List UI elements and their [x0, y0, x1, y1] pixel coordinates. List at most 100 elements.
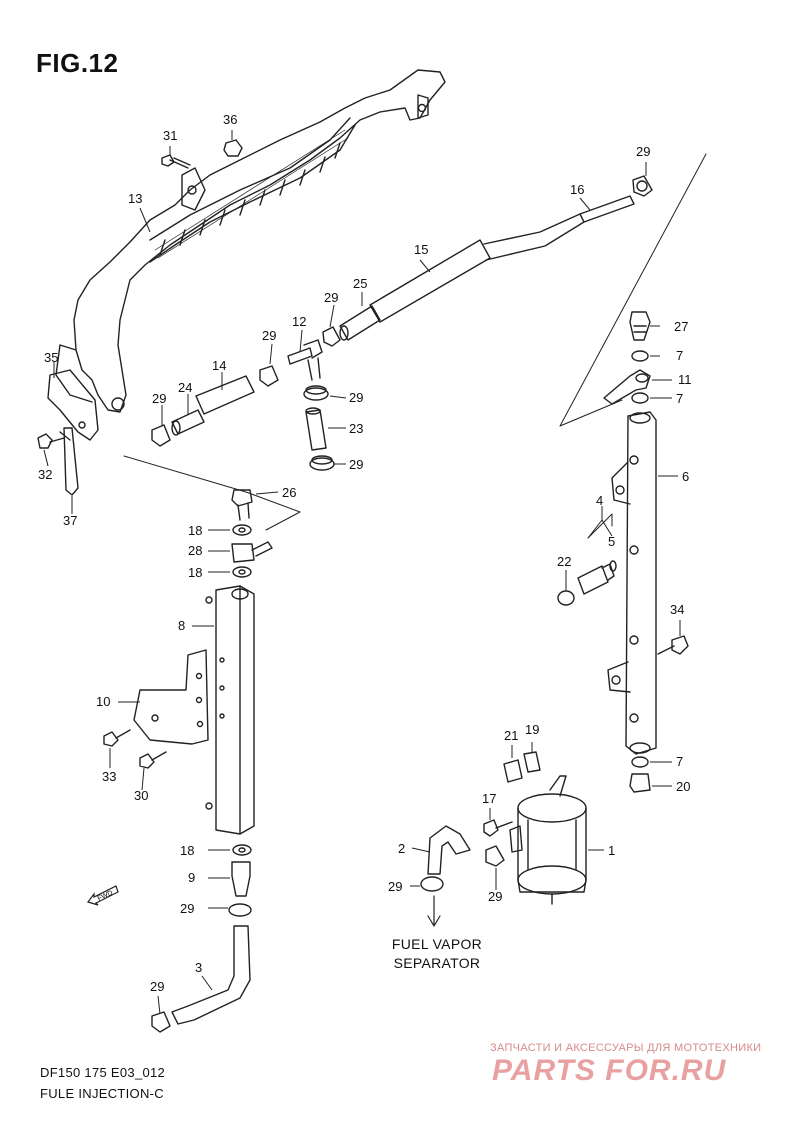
part-29-clip-e — [303, 385, 329, 401]
part-35-bracket — [47, 369, 99, 441]
part-22-cap — [557, 590, 575, 606]
callout-32: 32 — [38, 467, 52, 482]
part-36-nut — [223, 139, 243, 157]
callout-29-j: 29 — [150, 979, 164, 994]
part-25-pipe — [339, 305, 381, 341]
watermark-logo: PARTS FOR.RU — [492, 1054, 727, 1087]
callout-4: 4 — [596, 493, 603, 508]
part-4-injector — [577, 563, 615, 595]
part-17-bolt — [483, 819, 513, 837]
callout-26: 26 — [282, 485, 296, 500]
part-29-clip-c — [259, 365, 279, 387]
part-30-bolt — [139, 751, 167, 769]
callout-29-g: 29 — [180, 901, 194, 916]
callout-36: 36 — [223, 112, 237, 127]
callout-16: 16 — [570, 182, 584, 197]
part-29-clip-a — [632, 175, 653, 197]
callout-6: 6 — [682, 469, 689, 484]
callout-37: 37 — [63, 513, 77, 528]
part-19-cap — [523, 751, 541, 773]
callout-31: 31 — [163, 128, 177, 143]
callout-29-d: 29 — [349, 390, 363, 405]
part-1-filter — [509, 775, 587, 905]
part-18-washer-b — [232, 566, 252, 578]
callout-29-h: 29 — [388, 879, 402, 894]
part-23-hose — [305, 407, 327, 451]
callout-33: 33 — [102, 769, 116, 784]
part-18-washer-a — [232, 524, 252, 536]
callout-29-a: 29 — [636, 144, 650, 159]
callout-29-f: 29 — [349, 457, 363, 472]
callout-17: 17 — [482, 791, 496, 806]
part-7-washer-a — [631, 350, 649, 362]
callout-29-i: 29 — [488, 889, 502, 904]
fwd-label: FWD — [97, 890, 114, 903]
callout-7-c: 7 — [676, 754, 683, 769]
part-14-hose — [195, 375, 255, 415]
callout-11: 11 — [678, 372, 692, 387]
callout-labels: 31 36 13 16 29 15 25 29 12 29 27 35 14 7… — [38, 112, 692, 994]
part-29-clip-f — [309, 455, 335, 471]
part-29-clip-j — [151, 1011, 171, 1033]
fwd-direction-arrow-icon: FWD — [87, 885, 119, 906]
callout-7-b: 7 — [676, 391, 683, 406]
callout-10: 10 — [96, 694, 110, 709]
part-3-hose — [171, 925, 251, 1025]
callout-29-c: 29 — [262, 328, 276, 343]
callout-28: 28 — [188, 543, 202, 558]
part-32-bolt — [37, 433, 65, 449]
callout-19: 19 — [525, 722, 539, 737]
part-29-clip-h — [485, 845, 505, 867]
part-12-joint — [287, 339, 323, 381]
part-10-bracket — [133, 649, 209, 745]
part-18-washer-c — [232, 844, 252, 856]
callout-7-a: 7 — [676, 348, 683, 363]
destination-note: FUEL VAPOR SEPARATOR — [367, 935, 507, 973]
callout-13: 13 — [128, 191, 142, 206]
footer-model-code: DF150 175 E03_012 — [40, 1065, 166, 1080]
part-2-hose — [427, 825, 471, 875]
figure-title: FIG.12 — [36, 48, 119, 78]
part-7-washer-c — [631, 756, 649, 768]
callout-27: 27 — [674, 319, 688, 334]
part-37-clamp — [59, 427, 79, 496]
footer-section-name: FULE INJECTION-C — [40, 1086, 164, 1101]
callout-18-c: 18 — [180, 843, 194, 858]
destination-line-2: SEPARATOR — [393, 955, 481, 971]
callout-18-b: 18 — [188, 565, 202, 580]
part-29-clip-b — [322, 326, 341, 347]
watermark-tagline: ЗАПЧАСТИ И АКСЕССУАРЫ ДЛЯ МОТОТЕХНИКИ — [490, 1042, 762, 1054]
part-11-union — [603, 369, 651, 405]
callout-8: 8 — [178, 618, 185, 633]
callout-9: 9 — [188, 870, 195, 885]
callout-22: 22 — [557, 554, 571, 569]
callout-24: 24 — [178, 380, 192, 395]
part-20-plug — [629, 773, 651, 793]
callout-20: 20 — [676, 779, 690, 794]
callout-30: 30 — [134, 788, 148, 803]
part-24-pipe — [171, 409, 205, 436]
part-34-bolt — [657, 635, 689, 655]
part-33-bolt — [103, 729, 131, 747]
part-8-fuel-rail — [205, 585, 255, 835]
part-21-mount — [503, 759, 523, 783]
part-27-bolt — [629, 311, 651, 341]
callout-1: 1 — [608, 843, 615, 858]
callout-34: 34 — [670, 602, 684, 617]
part-29-clip-d — [151, 424, 171, 447]
callout-12: 12 — [292, 314, 306, 329]
callout-5: 5 — [608, 534, 615, 549]
part-7-washer-b — [631, 392, 649, 404]
callout-18-a: 18 — [188, 523, 202, 538]
part-16-pipe — [483, 195, 635, 261]
callout-29-e: 29 — [152, 391, 166, 406]
callout-29-b: 29 — [324, 290, 338, 305]
part-6-fuel-rail — [607, 411, 657, 755]
part-13-cover-bracket — [55, 69, 446, 413]
callout-23: 23 — [349, 421, 363, 436]
part-9-fitting — [231, 861, 251, 897]
callout-25: 25 — [353, 276, 367, 291]
part-15-hose — [369, 239, 491, 323]
callout-14: 14 — [212, 358, 226, 373]
part-29-clip-g — [228, 903, 252, 917]
